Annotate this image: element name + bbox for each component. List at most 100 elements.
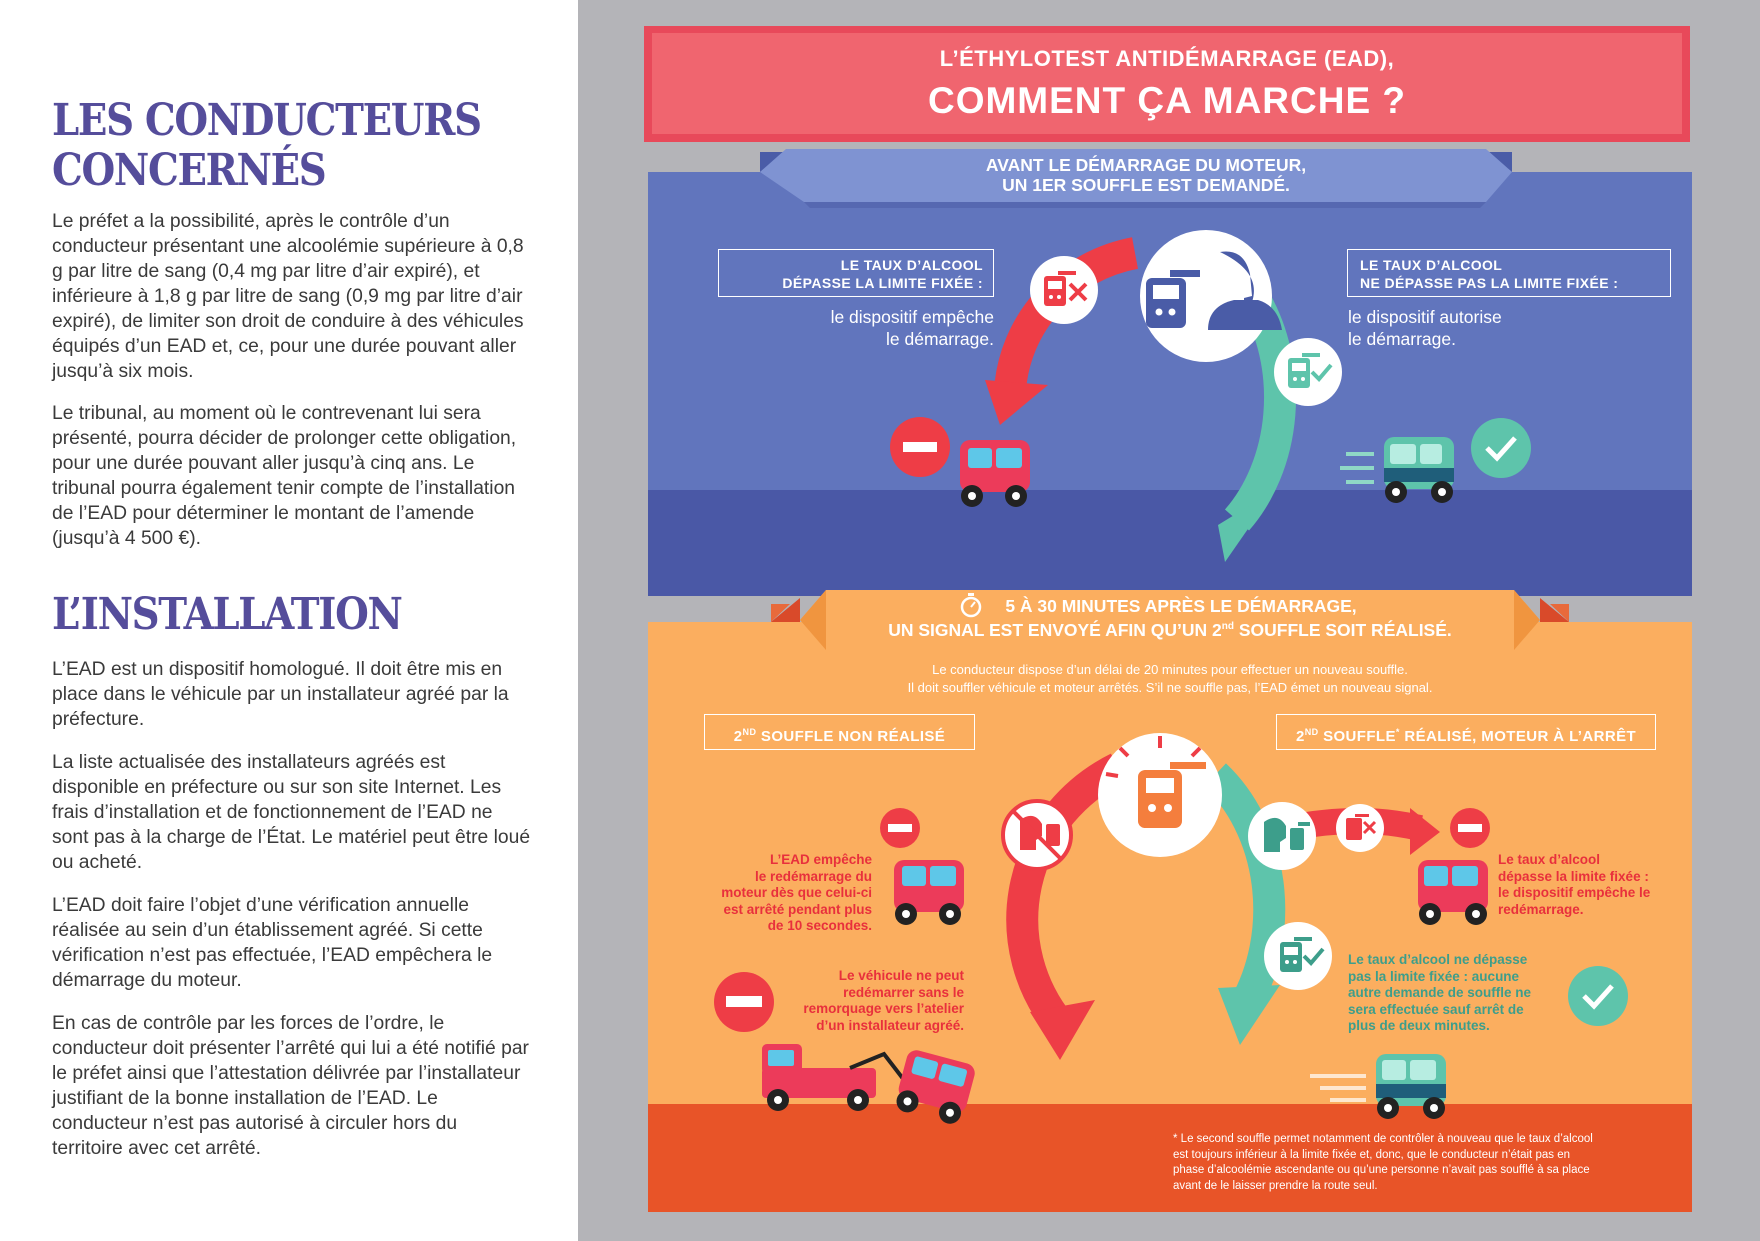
teal-text-line: autre demande de souffle ne	[1348, 985, 1532, 1000]
orange-intro: Le conducteur dispose d’un délai de 20 m…	[700, 661, 1640, 697]
footnote-line: avant de le laisser prendre la route seu…	[1173, 1179, 1378, 1192]
red-text-1-line: le redémarrage du	[754, 868, 872, 884]
stop-sign-orange-3	[1450, 808, 1490, 848]
red-text-3-line: dépasse la limite fixée :	[1498, 868, 1649, 884]
red-text-3-line: Le taux d’alcool	[1498, 852, 1601, 867]
footnote: * Le second souffle permet notamment de …	[1173, 1132, 1693, 1194]
allowed-text: le dispositif autorise le démarrage.	[1348, 306, 1648, 350]
red-text-1-line: est arrêté pendant plus	[723, 901, 872, 917]
teal-arrow-head-orange	[1218, 985, 1280, 1045]
red-text-towing: Le véhicule ne peut redémarrer sans le r…	[784, 968, 964, 1034]
allowed-text-line2: le démarrage.	[1348, 329, 1456, 349]
teal-car-icon	[1340, 437, 1454, 503]
blue-ribbon-line1: AVANT LE DÉMARRAGE DU MOTEUR,	[985, 155, 1307, 175]
label-not-exceeds-line2: NE DÉPASSE PAS LA LIMITE FIXÉE :	[1360, 275, 1619, 291]
footnote-line: * Le second souffle permet notamment de …	[1173, 1133, 1593, 1145]
footnote-line: phase d’alcoolémie ascendante ou qu’une …	[1173, 1164, 1590, 1176]
teal-text-ok: Le taux d’alcool ne dépasse pas la limit…	[1348, 952, 1568, 1035]
red-arrow-head-orange	[1030, 1000, 1095, 1060]
red-text-1-line: moteur dès que celui-ci	[721, 885, 872, 900]
heading-conducteurs: LES CONDUCTEURS	[52, 95, 482, 146]
red-text-exceeds: Le taux d’alcool dépasse la limite fixée…	[1498, 852, 1678, 918]
tow-truck-icon	[762, 1044, 906, 1111]
check-circle-orange-icon	[1568, 966, 1628, 1026]
teal-text-line: Le taux d’alcool ne dépasse	[1348, 952, 1528, 967]
check-circle-icon	[1471, 418, 1531, 478]
device-signal-icon	[1098, 733, 1222, 857]
breathalyzer-person-icon	[1140, 230, 1282, 362]
heading-installation: L’INSTALLATION	[52, 589, 403, 640]
red-arrow-head	[985, 380, 1048, 425]
label-second-done-c: RÉALISÉ, MOTEUR À L’ARRÊT	[1399, 728, 1637, 745]
red-car-orange-2	[1418, 860, 1488, 925]
device-allowed-icon	[1274, 338, 1342, 406]
heading-concernes: CONCERNÉS	[52, 145, 327, 196]
teal-text-line: pas la limite fixée : aucune	[1348, 968, 1520, 984]
red-text-2-line: redémarrer sans le	[843, 984, 964, 1000]
orange-ribbon-line2-a: UN SIGNAL EST ENVOYÉ AFIN QU’UN 2	[888, 619, 1222, 640]
teal-arrow-head	[1218, 490, 1275, 562]
stop-sign-orange-2	[714, 972, 774, 1032]
device-blocked-small-icon	[1336, 804, 1384, 852]
stop-sign-orange-1	[880, 808, 920, 848]
label-not-exceeds-line1: LE TAUX D’ALCOOL	[1360, 257, 1503, 273]
orange-ribbon-line2-b: SOUFFLE SOIT RÉALISÉ.	[1233, 619, 1452, 640]
orange-ribbon-line2-sup: nd	[1221, 621, 1234, 632]
label-second-done-star: *	[1395, 727, 1400, 737]
label-second-done: 2ND SOUFFLE* RÉALISÉ, MOTEUR À L’ARRÊT	[1276, 714, 1656, 750]
label-not-exceeds-box: LE TAUX D’ALCOOL NE DÉPASSE PAS LA LIMIT…	[1347, 249, 1671, 297]
blue-ribbon	[760, 149, 1512, 208]
paragraph-installateurs: La liste actualisée des installateurs ag…	[52, 752, 531, 873]
red-text-1-line: de 10 secondes.	[767, 918, 872, 933]
red-text-3-line: redémarrage.	[1498, 901, 1584, 917]
label-second-not-done-a: 2	[733, 728, 743, 745]
red-arrow-orange	[1006, 753, 1126, 1036]
red-car-orange-1	[894, 860, 964, 925]
stop-sign-icon	[890, 417, 950, 477]
orange-ribbon-line2: UN SIGNAL EST ENVOYÉ AFIN QU’UN 2nd SOUF…	[826, 617, 1514, 640]
label-second-done-sup: ND	[1304, 727, 1319, 737]
red-text-1-line: L’EAD empêche	[769, 852, 872, 867]
red-text-2-line: Le véhicule ne peut	[838, 968, 964, 983]
orange-ribbon-line1: 5 À 30 MINUTES APRÈS LE DÉMARRAGE,	[1005, 596, 1357, 616]
paragraph-controle: En cas de contrôle par les forces de l’o…	[52, 1013, 529, 1159]
label-second-done-a: 2	[1295, 728, 1305, 745]
orange-ribbon	[771, 590, 1569, 650]
title-banner-inner	[652, 33, 1682, 134]
blocked-text-line1: le dispositif empêche	[830, 307, 994, 327]
red-text-2-line: remorquage vers l’atelier	[803, 1001, 964, 1016]
teal-text-line: plus de deux minutes.	[1348, 1018, 1490, 1033]
red-text-2-line: d’un installateur agréé.	[816, 1017, 964, 1033]
device-blocked-icon	[1030, 256, 1098, 324]
blocked-text: le dispositif empêche le démarrage.	[718, 306, 994, 350]
label-second-not-done: 2ND SOUFFLE NON RÉALISÉ	[704, 714, 975, 750]
label-exceeds-line1: LE TAUX D’ALCOOL	[840, 257, 983, 273]
red-arrow-right-head	[1410, 808, 1440, 855]
teal-arrow-orange	[1203, 763, 1286, 1013]
blocked-text-line2: le démarrage.	[886, 329, 994, 349]
red-text-restart-blocked: L’EAD empêche le redémarrage du moteur d…	[690, 852, 872, 935]
device-allowed-orange-icon	[1264, 922, 1332, 990]
person-blowing-icon	[1248, 802, 1316, 870]
blue-road-band	[648, 490, 1692, 596]
teal-text-line: sera effectuée sauf arrêt de	[1348, 1001, 1524, 1017]
paragraph-prefet: Le préfet a la possibilité, après le con…	[52, 211, 524, 382]
orange-intro-line1: Le conducteur dispose d’un délai de 20 m…	[932, 662, 1408, 677]
orange-road-band	[648, 1104, 1692, 1212]
paragraph-verification: L’EAD doit faire l’objet d’une vérificat…	[52, 895, 493, 991]
paragraph-tribunal: Le tribunal, au moment où le contrevenan…	[52, 403, 517, 549]
teal-car-orange-icon	[1310, 1054, 1446, 1119]
stopwatch-icon	[960, 593, 982, 618]
orange-intro-line2: Il doit souffler véhicule et moteur arrê…	[907, 680, 1433, 695]
paragraph-homologue: L’EAD est un dispositif homologué. Il do…	[52, 659, 509, 730]
footnote-line: est toujours inférieur à la limite fixée…	[1173, 1148, 1570, 1161]
red-car-icon	[960, 440, 1030, 507]
label-second-not-done-sup: ND	[742, 727, 757, 737]
towed-car-icon	[896, 1050, 975, 1124]
label-exceeds-box: LE TAUX D’ALCOOL DÉPASSE LA LIMITE FIXÉE…	[718, 249, 994, 297]
allowed-text-line1: le dispositif autorise	[1348, 307, 1502, 327]
blue-ribbon-line2: UN 1ER SOUFFLE EST DEMANDÉ.	[1002, 175, 1290, 195]
text-column: LES CONDUCTEURS CONCERNÉS Le préfet a la…	[0, 0, 578, 1241]
label-second-not-done-b: SOUFFLE NON RÉALISÉ	[756, 728, 946, 745]
